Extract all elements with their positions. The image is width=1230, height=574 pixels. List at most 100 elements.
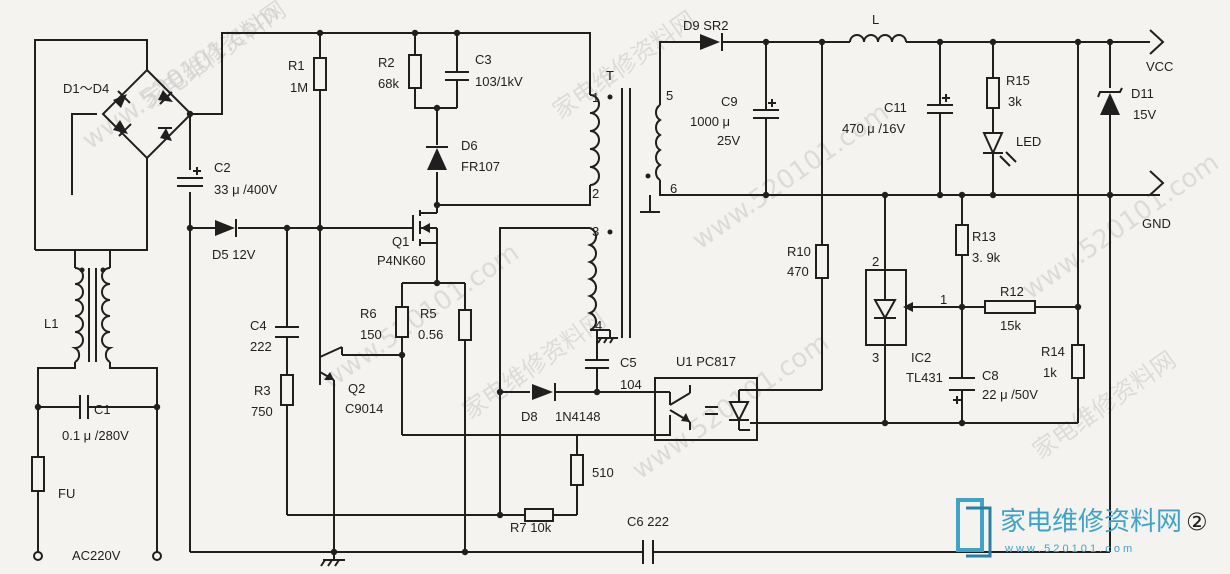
label-d1-d4: D1～D4 — [63, 81, 109, 96]
capacitor-c2 — [177, 167, 203, 187]
label-c9-value: 1000 μ — [690, 114, 730, 129]
label-ic2-pin2: 2 — [872, 254, 879, 269]
label-d9: D9 SR2 — [683, 18, 729, 33]
label-q1: Q1 — [392, 234, 409, 249]
label-c9: C9 — [721, 94, 738, 109]
watermark-url: www.520101.com — [627, 328, 835, 486]
label-r3-value: 750 — [251, 404, 273, 419]
junction-dot — [762, 38, 770, 46]
resistor-r1 — [313, 57, 327, 91]
label-r510: 510 — [592, 465, 614, 480]
junction-dot — [989, 191, 997, 199]
label-r6-value: 150 — [360, 327, 382, 342]
label-ic2-pin1: 1 — [940, 292, 947, 307]
label-u1: U1 PC817 — [676, 354, 736, 369]
shunt-regulator-ic2 — [865, 269, 913, 346]
label-c1: C1 — [94, 402, 111, 417]
label-r2-value: 68k — [378, 76, 399, 91]
label-r5: R5 — [420, 306, 437, 321]
label-r15-value: 3k — [1008, 94, 1022, 109]
label-r6: R6 — [360, 306, 377, 321]
capacitor-c4 — [275, 326, 299, 338]
capacitor-c8 — [949, 377, 975, 404]
label-c5-value: 104 — [620, 377, 642, 392]
label-c3: C3 — [475, 52, 492, 67]
label-r1-value: 1M — [290, 80, 308, 95]
label-fu: FU — [58, 486, 75, 501]
label-r13: R13 — [972, 229, 996, 244]
watermark-url: www.520101.com — [1017, 148, 1225, 306]
common-mode-choke-l1 — [71, 267, 114, 363]
label-r10: R10 — [787, 244, 811, 259]
label-r14-value: 1k — [1043, 365, 1057, 380]
ac-terminal — [152, 551, 162, 561]
label-transformer-t: T — [606, 68, 614, 83]
label-c8: C8 — [982, 368, 999, 383]
label-r3: R3 — [254, 383, 271, 398]
junction-dot — [453, 29, 461, 37]
junction-dot — [989, 38, 997, 46]
label-c2: C2 — [214, 160, 231, 175]
logo-text: 家电维修资料网 — [1000, 507, 1182, 537]
label-c1-value: 0.1 μ /280V — [62, 428, 129, 443]
resistor-r6 — [395, 306, 409, 338]
label-pin5: 5 — [666, 88, 673, 103]
label-c5: C5 — [620, 355, 637, 370]
ground-symbol — [597, 330, 618, 344]
label-r1: R1 — [288, 58, 305, 73]
bridge-rectifier-d1-d4 — [101, 68, 193, 160]
optocoupler-u1 — [654, 377, 758, 441]
junction-dot — [958, 419, 966, 427]
label-q1-value: P4NK60 — [377, 253, 425, 268]
resistor-r13 — [955, 224, 969, 256]
label-r14: R14 — [1041, 344, 1065, 359]
logo-subtext: w w w . 5 2 0 1 0 1 . c o m — [1004, 543, 1132, 555]
junction-dot — [316, 29, 324, 37]
watermark-layer: www.520101.com www.520101.com www.520101… — [77, 0, 1225, 486]
label-r12-value: 15k — [1000, 318, 1021, 333]
junction-dot — [881, 191, 889, 199]
label-pin4: 4 — [595, 318, 602, 333]
ac-terminal — [33, 551, 43, 561]
junction-dot — [283, 224, 291, 232]
junction-dot — [34, 403, 42, 411]
resistor-r10 — [815, 244, 829, 279]
label-r15: R15 — [1006, 73, 1030, 88]
junction-dot — [186, 224, 194, 232]
label-c8-value: 22 μ /50V — [982, 387, 1038, 402]
watermark-cn: 家电维修资料网 — [547, 6, 701, 125]
transformer-t — [586, 88, 662, 338]
label-pin1: 1 — [592, 90, 599, 105]
watermark-cn: 家电维修资料网 — [1027, 346, 1181, 465]
junction-dot — [496, 511, 504, 519]
wires — [34, 29, 1165, 553]
label-c11: C11 — [884, 100, 907, 115]
site-logo: 家电维修资料网 w w w . 5 2 0 1 0 1 . c o m — [956, 498, 1182, 558]
label-ac220v: AC220V — [72, 548, 121, 563]
resistor-r2 — [408, 54, 422, 89]
label-pin3: 3 — [592, 224, 599, 239]
diode-d6 — [426, 146, 448, 170]
zener-diode-d11 — [1097, 87, 1123, 115]
label-gnd: GND — [1142, 216, 1171, 231]
junction-dot — [1106, 38, 1114, 46]
junction-dot — [1074, 303, 1082, 311]
label-vcc: VCC — [1146, 59, 1173, 74]
junction-dot — [958, 303, 966, 311]
label-c4: C4 — [250, 318, 267, 333]
label-d6: D6 — [461, 138, 478, 153]
junction-dot — [958, 191, 966, 199]
resistor-r15 — [986, 77, 1000, 109]
resistor-510 — [570, 454, 584, 486]
fuse-fu — [31, 456, 45, 492]
label-pin6: 6 — [670, 181, 677, 196]
label-led: LED — [1016, 134, 1041, 149]
label-d6-value: FR107 — [461, 159, 500, 174]
transistor-q2 — [319, 345, 343, 385]
junctions — [34, 29, 1114, 556]
junction-dot — [1106, 191, 1114, 199]
label-ic2-value: TL431 — [906, 370, 943, 385]
resistor-r12 — [984, 300, 1036, 314]
figure-number: ② — [1186, 508, 1208, 536]
resistor-r7 — [524, 508, 554, 522]
